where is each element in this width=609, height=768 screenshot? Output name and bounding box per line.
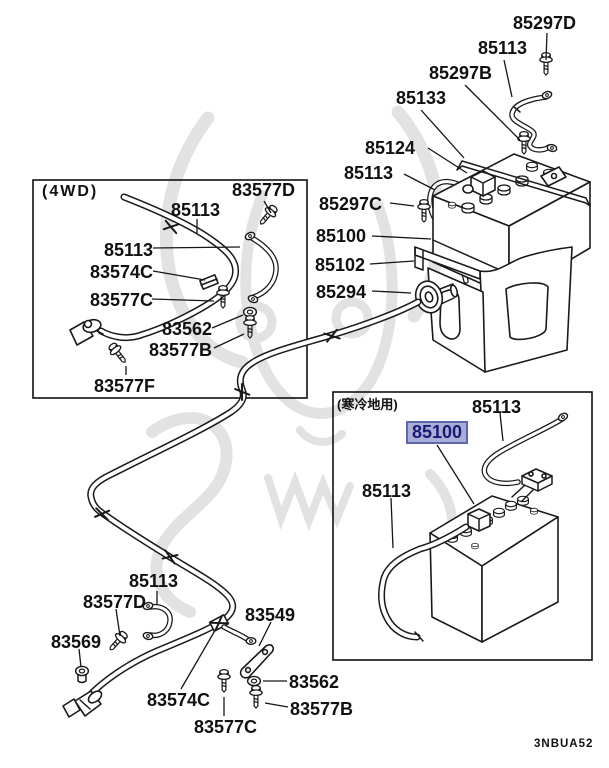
watermark bbox=[146, 105, 458, 618]
part-label-85113-5[interactable]: 85113 bbox=[472, 397, 522, 417]
part-label-83577d-1[interactable]: 83577D bbox=[232, 180, 296, 200]
bracket-83549 bbox=[239, 644, 274, 679]
part-label-83577f[interactable]: 83577F bbox=[94, 376, 156, 396]
part-label-85113-7[interactable]: 85113 bbox=[129, 571, 179, 591]
part-label-85102[interactable]: 85102 bbox=[315, 255, 366, 275]
bolt-83577b-bottom-icon bbox=[249, 684, 263, 709]
jumper-cable-bottom bbox=[141, 600, 173, 642]
grommet-85294 bbox=[414, 280, 459, 314]
nut-83562-bottom-icon bbox=[246, 675, 262, 687]
bolt-83577d-bottom-icon bbox=[105, 628, 131, 655]
bolt-85297c-icon bbox=[417, 198, 431, 223]
part-label-85113-6[interactable]: 85113 bbox=[362, 481, 412, 501]
jumper-cable-top bbox=[509, 89, 559, 154]
part-label-83577c-2[interactable]: 83577C bbox=[194, 717, 258, 737]
fwd-cable-assembly bbox=[69, 193, 281, 367]
terminal-clamp bbox=[69, 318, 104, 346]
part-label-85113-1[interactable]: 85113 bbox=[478, 38, 528, 58]
cold-battery-bracket bbox=[511, 468, 553, 502]
hold-down-rod bbox=[456, 160, 591, 207]
cold-battery-jumper bbox=[481, 411, 570, 487]
fwd-group-label: (4WD) bbox=[42, 183, 99, 200]
part-label-85297c[interactable]: 85297C bbox=[319, 194, 383, 214]
bottom-left-parts bbox=[74, 600, 274, 709]
battery-clamp-block bbox=[470, 170, 496, 197]
battery-tray-stand bbox=[414, 246, 573, 373]
part-label-85297b[interactable]: 85297B bbox=[429, 63, 493, 83]
drawing-code: 3NBUA52 bbox=[534, 738, 594, 750]
part-label-85100-1[interactable]: 85100 bbox=[316, 226, 367, 246]
part-label-83577c-1[interactable]: 83577C bbox=[90, 290, 154, 310]
cold-battery-clamp-block bbox=[467, 508, 491, 532]
cable-clip-83574c-fwd bbox=[199, 274, 219, 290]
part-label-83562-2[interactable]: 83562 bbox=[289, 672, 340, 692]
part-label-85113-4[interactable]: 85113 bbox=[104, 240, 154, 260]
nut-83569-icon bbox=[74, 665, 90, 684]
part-label-83569[interactable]: 83569 bbox=[51, 632, 102, 652]
part-label-83577b-1[interactable]: 83577B bbox=[149, 340, 213, 360]
part-label-83574c-1[interactable]: 83574C bbox=[90, 262, 154, 282]
part-label-85133[interactable]: 85133 bbox=[396, 88, 447, 108]
part-label-85297d[interactable]: 85297D bbox=[513, 13, 577, 33]
cold-region-group-box bbox=[332, 391, 593, 661]
part-label-83577d-2[interactable]: 83577D bbox=[83, 592, 147, 612]
part-label-85113-2[interactable]: 85113 bbox=[344, 163, 394, 183]
cold-battery-cable bbox=[378, 523, 470, 642]
part-label-85294[interactable]: 85294 bbox=[316, 282, 367, 302]
leader-lines bbox=[78, 32, 548, 716]
part-label-83562-1[interactable]: 83562 bbox=[162, 319, 213, 339]
part-label-83574c-2[interactable]: 83574C bbox=[147, 690, 211, 710]
bolt-83577f-icon bbox=[105, 340, 131, 367]
fwd-group-box bbox=[32, 179, 308, 399]
part-label-83577b-2[interactable]: 83577B bbox=[290, 699, 354, 719]
cold-region-group-label: (寒冷地用) bbox=[337, 397, 398, 412]
part-label-85100-highlighted[interactable]: 85100 bbox=[406, 421, 469, 444]
main-battery-cable bbox=[62, 298, 422, 718]
part-label-85124[interactable]: 85124 bbox=[365, 138, 416, 158]
part-label-85113-3[interactable]: 85113 bbox=[171, 200, 221, 220]
cold-region-battery bbox=[378, 411, 570, 643]
fwd-small-cable bbox=[243, 230, 279, 305]
cable-end-connector bbox=[62, 690, 103, 718]
bolt-83577c-bottom-icon bbox=[217, 668, 231, 693]
part-label-83549[interactable]: 83549 bbox=[245, 605, 296, 625]
